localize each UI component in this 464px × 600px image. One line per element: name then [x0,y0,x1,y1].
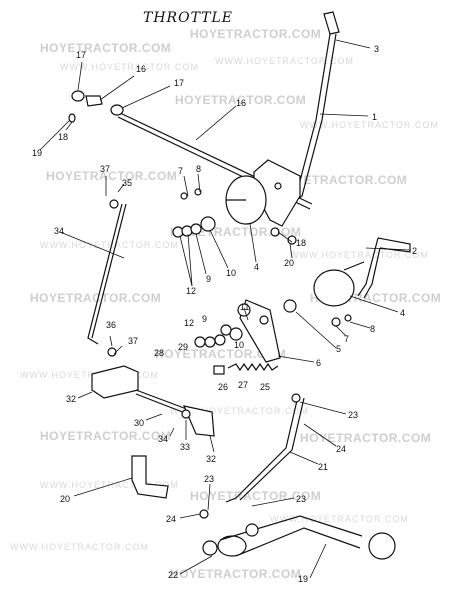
watermark-layer: HOYETRACTOR.COM HOYETRACTOR.COM HOYETRAC… [10,27,441,581]
watermark: HOYETRACTOR.COM [190,27,321,41]
washer-stack-upper [172,188,216,238]
callout: 4 [254,262,259,272]
watermark: HOYETRACTOR.COM [40,41,171,55]
callout: 3 [374,44,379,54]
watermark: WWW.HOYETRACTOR.COM [10,542,149,552]
callout: 32 [206,454,216,464]
mount-bracket [131,455,169,499]
washer [287,235,297,245]
watermark: WWW.HOYETRACTOR.COM [170,406,309,416]
callout-labels: 3 1 16 17 16 17 18 19 7 8 4 18 20 10 9 1… [32,44,417,584]
callout: 9 [202,314,207,324]
watermark: HOYETRACTOR.COM [155,347,286,361]
callout: 8 [196,164,201,174]
snap-ring [245,523,259,537]
callout: 35 [122,178,132,188]
watermark: WWW.HOYETRACTOR.COM [20,370,159,380]
leader-lines [39,39,411,579]
callout: 6 [316,358,321,368]
callout: 8 [370,324,375,334]
callout: 18 [58,132,68,142]
washer-stack-lower [194,324,232,348]
governor-link-bracket [229,299,281,363]
watermark: WWW.HOYETRACTOR.COM [60,62,199,72]
watermark: WWW.HOYETRACTOR.COM [270,514,409,524]
callout: 10 [226,268,236,278]
watermark: WWW.HOYETRACTOR.COM [40,240,179,250]
callout: 34 [54,226,64,236]
callout: 5 [336,344,341,354]
callout: 2 [412,246,417,256]
callout: 32 [66,394,76,404]
cotter-pin [107,347,117,357]
washer [270,227,280,237]
callout: 24 [166,514,176,524]
callout: 21 [318,462,328,472]
callout: 24 [336,444,346,454]
callout: 20 [60,494,70,504]
bolt [331,317,341,327]
callout: 16 [136,64,146,74]
washer [199,509,209,519]
callout: 19 [298,574,308,584]
snap-ring [202,540,218,556]
callout: 7 [178,166,183,176]
callout: 25 [260,382,270,392]
pedal-link-rod [225,393,305,503]
watermark: HOYETRACTOR.COM [170,567,301,581]
callout: 30 [134,418,144,428]
spring [213,362,279,375]
callout: 23 [204,474,214,484]
callout: 23 [296,494,306,504]
callout: 4 [400,308,405,318]
lever-bracket [225,159,301,227]
watermark: HOYETRACTOR.COM [30,291,161,305]
callout: 7 [344,334,349,344]
callout: 28 [154,348,164,358]
watermark: WWW.HOYETRACTOR.COM [215,56,354,66]
watermark: WWW.HOYETRACTOR.COM [300,120,439,130]
hand-throttle-lever [313,237,411,307]
callout: 34 [158,434,168,444]
callout: 23 [348,410,358,420]
callout: 1 [372,112,377,122]
callout: 20 [284,258,294,268]
callout: 26 [218,382,228,392]
callout: 27 [238,380,248,390]
watermark: HOYETRACTOR.COM [40,429,171,443]
callout: 33 [180,442,190,452]
callout: 37 [100,164,110,174]
watermark: HOYETRACTOR.COM [300,431,431,445]
callout: 9 [206,274,211,284]
watermark: HOYETRACTOR.COM [276,173,407,187]
callout: 12 [186,286,196,296]
diagram-title: THROTTLE [143,10,233,26]
callout: 11 [240,302,249,312]
lower-bracket-shaft [91,365,215,437]
callout: 37 [128,336,138,346]
watermark: HOYETRACTOR.COM [175,93,306,107]
callout: 22 [168,570,178,580]
nut [344,314,352,322]
callout: 17 [76,50,86,60]
callout: 18 [296,238,306,248]
callout: 36 [106,320,116,330]
rod-end-hardware [68,90,124,123]
callout: 16 [236,98,246,108]
callout: 29 [178,342,188,352]
callout: 17 [174,78,184,88]
callout: 10 [234,340,244,350]
callout: 19 [32,148,42,158]
foot-throttle-arm [217,515,396,560]
callout: 12 [184,318,194,328]
linkage-rod [87,199,127,345]
watermark: HOYETRACTOR.COM [46,169,177,183]
watermark: WWW.HOYETRACTOR.COM [290,250,429,260]
washer [283,299,297,313]
